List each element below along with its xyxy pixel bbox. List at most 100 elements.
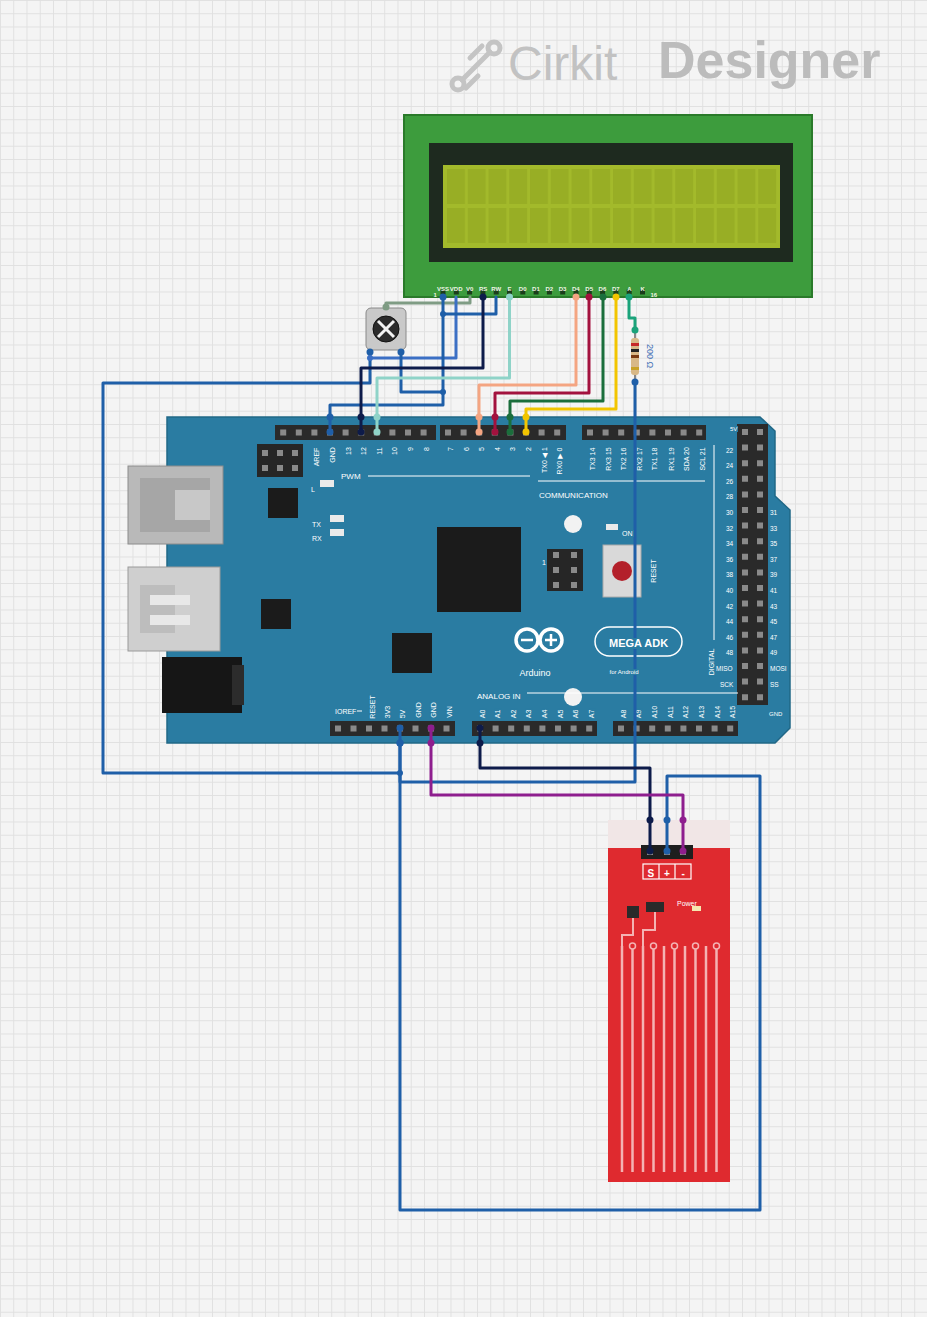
text-slot: A3 [519, 708, 535, 719]
text-slot: VDD [450, 278, 463, 294]
text-slot: 47 [769, 627, 778, 643]
text-slot: RESET [361, 694, 377, 719]
wire-end [358, 414, 365, 421]
layout-wire [370, 297, 456, 358]
text-slot: 43 [769, 596, 778, 612]
board-label: A6 [572, 708, 579, 719]
arduino-board-art [261, 599, 291, 629]
arduino-board-art [262, 465, 298, 471]
lcd-module-art [429, 143, 793, 262]
board-label: 34 [725, 541, 734, 548]
arduino-board-art [472, 721, 597, 736]
arduino-board-art [612, 561, 632, 581]
board-label: 3V3 [384, 705, 391, 719]
text-slot: A1 [487, 708, 503, 719]
text-slot: 24 [725, 455, 734, 471]
board-label: 26 [725, 479, 734, 486]
text-slot: IOREF [334, 701, 357, 717]
resistor-symbol [631, 343, 639, 346]
board-label: IOREF [334, 708, 357, 715]
wire [629, 297, 635, 330]
text-slot: 1 [434, 284, 437, 300]
text-slot: GND [407, 701, 423, 719]
board-label: A14 [714, 705, 721, 719]
wire-dot [523, 429, 530, 436]
potentiometer [366, 308, 406, 350]
board-label: 1 [541, 559, 547, 566]
text-slot: RX [311, 528, 323, 544]
board-label: 3 [509, 446, 516, 452]
text-slot: D7 [612, 278, 620, 294]
arduino-board-art [603, 545, 641, 597]
board-label: AREF [313, 446, 320, 467]
arduino-board-art [140, 585, 175, 633]
text-slot: PWM [340, 466, 362, 482]
text-slot: A6 [565, 708, 581, 719]
pin-label: A [627, 286, 631, 292]
arduino-board-art [128, 466, 223, 544]
board-label: 4 [494, 446, 501, 452]
wire-end [440, 294, 447, 301]
watermark-text: Cirkit [508, 40, 617, 88]
board-label: 31 [769, 510, 778, 517]
wire-dot [428, 725, 435, 732]
water-sensor-art [643, 864, 691, 879]
wire-end [397, 740, 404, 747]
board-label: RX3 15 [605, 446, 612, 471]
text-slot: TX [311, 514, 322, 530]
text-slot: 35 [769, 533, 778, 549]
text-slot: MOSI [769, 658, 788, 674]
board-label: MISO [715, 666, 734, 673]
board-label: 28 [725, 494, 734, 501]
water-sensor-art [705, 946, 708, 1172]
text-slot: 26 [725, 471, 734, 487]
board-label: VIN [445, 705, 452, 719]
watermark-icon [470, 46, 482, 58]
arduino-board-art [477, 726, 597, 732]
arduino-board-art [613, 721, 738, 736]
board-label: 6 [463, 446, 470, 452]
resistor-symbol [631, 367, 639, 370]
lcd-module-art [446, 168, 778, 246]
wire-dot [507, 429, 514, 436]
text-slot: 7 [440, 446, 456, 452]
board-label: 8 [423, 446, 430, 452]
pin-label: 1 [434, 292, 437, 298]
arduino-board-art [320, 480, 334, 487]
wire-end [523, 414, 530, 421]
text-slot: 39 [769, 564, 778, 580]
arduino-board-art [368, 476, 530, 477]
board-label: SCK [719, 682, 734, 689]
water-sensor-art [646, 902, 664, 912]
wire [479, 297, 576, 417]
arduino-board-art [392, 633, 432, 673]
water-sensor-art [673, 946, 676, 1172]
pin-label: VDD [450, 286, 463, 292]
water-sensor-art [714, 943, 720, 949]
arduino-board-art [334, 445, 738, 711]
board-label: GND [414, 701, 421, 719]
board-label: SS [769, 682, 780, 689]
layout-wire [649, 820, 652, 851]
text-slot: D2 [545, 278, 553, 294]
board-label: GND [329, 446, 336, 464]
arduino-board-art [571, 552, 577, 588]
wire-dot [383, 304, 390, 311]
text-slot: 34 [725, 533, 734, 549]
pin-label: D1 [532, 286, 540, 292]
wire-end [506, 294, 513, 301]
text-slot: A13 [691, 705, 707, 719]
board-label: TX1 18 [651, 446, 658, 471]
resistor-symbol [631, 355, 639, 358]
board-label: RX2 17 [636, 446, 643, 471]
wire-dot [367, 349, 374, 356]
text-slot: 32 [725, 518, 734, 534]
text-slot: A15 [722, 705, 738, 719]
arduino-board-art [162, 657, 242, 713]
board-label: SDA 20 [682, 446, 689, 472]
text-slot: 6 [456, 446, 472, 452]
wire-end [397, 740, 404, 747]
layout-wire [103, 297, 683, 851]
